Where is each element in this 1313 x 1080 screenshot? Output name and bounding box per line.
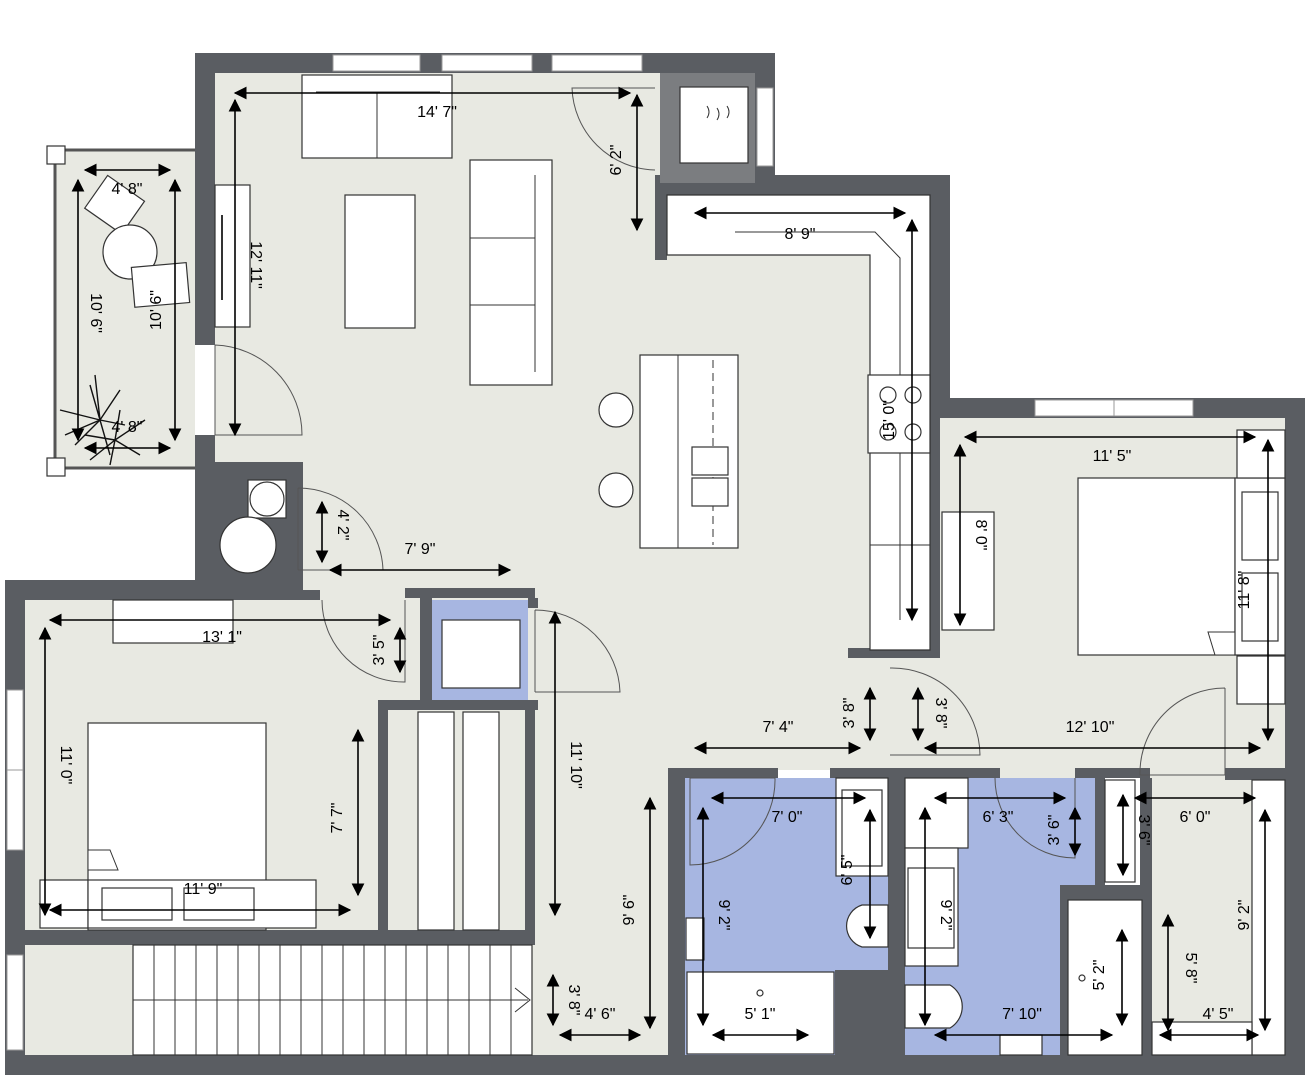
window bbox=[6, 954, 24, 1051]
furniture bbox=[39, 73, 1286, 1056]
fire-icon bbox=[706, 105, 730, 121]
dimension-label: 12' 11" bbox=[247, 241, 264, 289]
window bbox=[756, 87, 774, 167]
desk bbox=[941, 511, 995, 631]
dimension-label: 5' 2" bbox=[1091, 960, 1108, 991]
toilet bbox=[904, 984, 963, 1029]
dimension-label: 3' 8" bbox=[841, 698, 858, 729]
dimension-label: 4' 6" bbox=[585, 1006, 616, 1023]
dimension-label: 10' 6" bbox=[87, 293, 104, 333]
door-swing bbox=[689, 777, 776, 866]
dimension-label: 14' 7" bbox=[417, 104, 457, 121]
dimension-label: 7' 0" bbox=[772, 809, 803, 826]
patio-chair bbox=[83, 174, 146, 235]
dimension-label: 5' 1" bbox=[745, 1006, 776, 1023]
dimension-label: 11' 8" bbox=[1236, 571, 1253, 610]
cabinet bbox=[904, 777, 969, 849]
towel-rack bbox=[685, 917, 705, 961]
stove bbox=[867, 374, 931, 454]
dimension-label: 12' 10" bbox=[1066, 719, 1115, 736]
dimension-label: 8' 9" bbox=[785, 226, 816, 243]
sofa bbox=[469, 159, 553, 386]
dimension-label: 10' 6" bbox=[148, 290, 165, 330]
dimension-label: 13' 1" bbox=[202, 629, 242, 646]
dimension-label: 3' 6" bbox=[1046, 815, 1063, 846]
dimension-label: 7' 7" bbox=[329, 803, 346, 834]
towel-rack bbox=[999, 1034, 1043, 1056]
dimension-label: 6' 5" bbox=[839, 855, 856, 886]
dimension-label: 9' 2" bbox=[937, 900, 954, 931]
bed bbox=[1077, 477, 1236, 656]
window bbox=[441, 54, 533, 72]
railing-post bbox=[46, 457, 66, 477]
dimension-label: 9' 6" bbox=[621, 895, 638, 926]
dryer bbox=[219, 516, 277, 574]
dimension-label: 6' 0" bbox=[1180, 809, 1211, 826]
closet-shelf bbox=[1251, 779, 1286, 1056]
dimension-label: 5' 8" bbox=[1182, 953, 1199, 984]
closet-shelf bbox=[1151, 1021, 1253, 1056]
dimension-label: 9' 2" bbox=[715, 900, 732, 931]
fireplace-insert bbox=[679, 86, 749, 164]
dimension-label: 4' 5" bbox=[1203, 1006, 1234, 1023]
balcony-railing bbox=[46, 145, 195, 477]
dimension-label: 11' 9" bbox=[184, 881, 223, 898]
dimension-label: 6' 3" bbox=[983, 809, 1014, 826]
dimension-label: 4' 2" bbox=[334, 510, 351, 541]
nightstand bbox=[39, 879, 89, 929]
toilet bbox=[846, 904, 889, 948]
dimension-label: 9' 2" bbox=[1236, 900, 1253, 931]
dimension-label: 11' 10" bbox=[567, 741, 584, 789]
closet-shelf bbox=[462, 711, 500, 931]
sink bbox=[691, 477, 729, 507]
coffee-table bbox=[344, 194, 416, 329]
dimension-label: 7' 10" bbox=[1002, 1006, 1042, 1023]
dimension-label: 7' 9" bbox=[405, 541, 436, 558]
dimension-label: 11' 5" bbox=[1093, 448, 1132, 465]
railing-post bbox=[46, 145, 66, 165]
stair-direction-icon bbox=[514, 987, 531, 1013]
tv-console bbox=[214, 184, 251, 328]
dimension-label: 15' 0" bbox=[881, 400, 898, 440]
dimension-label: 4' 8" bbox=[112, 181, 143, 198]
dimension-label: 7' 4" bbox=[763, 719, 794, 736]
bar-stool bbox=[598, 392, 634, 428]
patio-table bbox=[102, 224, 158, 280]
closet-shelf bbox=[417, 711, 455, 931]
nightstand bbox=[1236, 655, 1286, 705]
window bbox=[332, 54, 421, 72]
sink bbox=[691, 446, 729, 476]
dimension-label: 8' 0" bbox=[972, 520, 989, 551]
closet-shelf bbox=[1104, 779, 1136, 883]
washer-closet bbox=[441, 619, 521, 689]
dimension-label: 3' 5" bbox=[371, 635, 388, 666]
window bbox=[551, 54, 643, 72]
door-swing bbox=[1139, 687, 1226, 776]
dimension-label: 3' 6" bbox=[1135, 815, 1152, 846]
dimension-label: 3' 8" bbox=[565, 985, 582, 1016]
windows bbox=[6, 54, 1194, 1051]
dimension-label: 4' 8" bbox=[112, 419, 143, 436]
dimension-label: 3' 8" bbox=[932, 698, 949, 729]
door-swing bbox=[297, 487, 384, 571]
dimension-label: 6' 2" bbox=[608, 145, 625, 176]
bar-stool bbox=[598, 472, 634, 508]
dimension-lines: 14' 7" 6' 2" 4' 8" 10' 6" 10' 6" 4' 8" 12' 11"… bbox=[38, 86, 1275, 1042]
dimension-label: 11' 0" bbox=[57, 746, 74, 785]
